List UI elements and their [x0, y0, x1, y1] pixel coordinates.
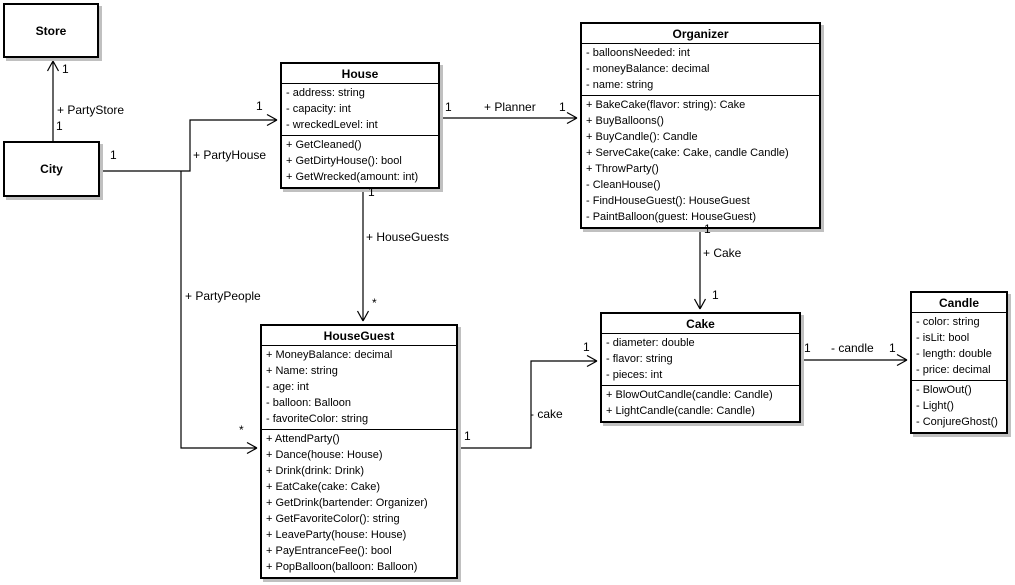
class-method: + PopBalloon(balloon: Balloon) [266, 561, 418, 573]
class-attribute: - balloon: Balloon [266, 397, 352, 409]
class-method: + LightCandle(candle: Candle) [606, 405, 755, 417]
class-cake[interactable]: Cake - diameter: double - flavor: string - … [600, 312, 801, 423]
class-attribute: - length: double [916, 348, 992, 360]
assoc-organizer-cake[interactable] [693, 222, 707, 310]
class-attribute: - wreckedLevel: int [286, 119, 378, 131]
class-attribute: - name: string [586, 79, 654, 91]
class-method: + Drink(drink: Drink) [266, 465, 365, 477]
assoc-house-houseguest[interactable] [356, 183, 370, 322]
class-method: + BuyBalloons() [586, 115, 664, 127]
mult-organizer-cake-target: 1 [712, 288, 719, 302]
class-attribute: + Name: string [266, 365, 338, 377]
assoc-city-houseguest[interactable] [180, 171, 258, 455]
class-attribute: - price: decimal [916, 364, 991, 376]
class-method: - ConjureGhost() [916, 416, 998, 428]
mult-house-organizer-source: 1 [445, 100, 452, 114]
role-planner: + Planner [484, 100, 536, 114]
class-attribute: + MoneyBalance: decimal [266, 349, 393, 361]
class-houseguest[interactable]: HouseGuest + MoneyBalance: decimal + Name:… [260, 324, 458, 579]
mult-city-house-source: 1 [110, 148, 117, 162]
class-method: + PayEntranceFee(): bool [266, 545, 392, 557]
class-title-cake: Cake [602, 314, 799, 334]
class-attribute: - diameter: double [606, 337, 695, 349]
role-candle: - candle [831, 341, 874, 355]
class-method: + BlowOutCandle(candle: Candle) [606, 389, 773, 401]
class-title-houseguest: HouseGuest [262, 326, 456, 346]
mult-cake-candle-source: 1 [804, 341, 811, 355]
class-method: - FindHouseGuest(): HouseGuest [586, 195, 750, 207]
role-partyhouse: + PartyHouse [193, 148, 267, 162]
class-title-organizer: Organizer [582, 24, 819, 44]
class-method: + AttendParty() [266, 433, 340, 445]
class-candle[interactable]: Candle - color: string - isLit: bool - leng… [910, 291, 1008, 434]
mult-cake-candle-target: 1 [889, 341, 896, 355]
class-method: + BakeCake(flavor: string): Cake [586, 99, 746, 111]
role-cake: - cake [530, 407, 563, 421]
role-partypeople: + PartyPeople [185, 289, 261, 303]
class-method: + BuyCandle(): Candle [586, 131, 698, 143]
class-attribute: - age: int [266, 381, 309, 393]
class-attribute: - isLit: bool [916, 332, 970, 344]
class-method: - BlowOut() [916, 384, 972, 396]
mult-house-houseguest-source: 1 [368, 185, 375, 199]
class-method: + EatCake(cake: Cake) [266, 481, 381, 493]
class-method: + ServeCake(cake: Cake, candle Candle) [586, 147, 789, 159]
class-title-store: Store [35, 23, 67, 38]
class-method: + GetDirtyHouse(): bool [286, 155, 402, 167]
class-title-candle: Candle [912, 293, 1006, 313]
assoc-houseguest-cake[interactable] [459, 354, 598, 449]
class-method: + GetFavoriteColor(): string [266, 513, 400, 525]
mult-city-house-target: 1 [256, 99, 263, 113]
mult-house-houseguest-target: * [372, 296, 377, 310]
class-attribute: - address: string [286, 87, 365, 99]
class-attribute: - pieces: int [606, 369, 663, 381]
mult-houseguest-cake-source: 1 [464, 429, 471, 443]
class-title-city: City [40, 162, 63, 176]
assoc-cake-candle[interactable] [802, 353, 908, 367]
class-method: - CleanHouse() [586, 179, 661, 191]
class-method: + ThrowParty() [586, 163, 659, 175]
class-method: + GetDrink(bartender: Organizer) [266, 497, 428, 509]
mult-organizer-cake-source: 1 [704, 222, 711, 236]
role-houseguests: + HouseGuests [366, 230, 450, 244]
role-partystore: + PartyStore [57, 103, 125, 117]
class-method: + GetCleaned() [286, 139, 362, 151]
mult-house-organizer-target: 1 [559, 100, 566, 114]
class-method: - Light() [916, 400, 954, 412]
mult-city-store-source: 1 [56, 119, 63, 133]
class-attribute: - capacity: int [286, 103, 351, 115]
role-cake-association: + Cake [703, 246, 742, 260]
class-attribute: - balloonsNeeded: int [586, 47, 690, 59]
class-attribute: - moneyBalance: decimal [586, 63, 710, 75]
mult-houseguest-cake-target: 1 [583, 340, 590, 354]
mult-city-store-target: 1 [62, 62, 69, 76]
class-store[interactable]: Store [3, 3, 99, 58]
class-organizer[interactable]: Organizer - balloonsNeeded: int - moneyBal… [580, 22, 821, 229]
class-attribute: - flavor: string [606, 353, 673, 365]
class-method: + LeaveParty(house: House) [266, 529, 407, 541]
class-method: + GetWrecked(amount: int) [286, 171, 419, 183]
assoc-house-organizer[interactable] [441, 111, 578, 125]
class-attribute: - color: string [916, 316, 980, 328]
class-method: - PaintBalloon(guest: HouseGuest) [586, 211, 756, 223]
class-house[interactable]: House - address: string - capacity: int - w… [280, 62, 440, 189]
class-method: + Dance(house: House) [266, 449, 383, 461]
class-city[interactable]: City [3, 141, 100, 197]
class-attribute: - favoriteColor: string [266, 413, 369, 425]
assoc-city-store[interactable] [46, 60, 60, 141]
assoc-city-house[interactable] [99, 113, 278, 172]
mult-city-houseguest-target: * [239, 423, 244, 437]
class-title-house: House [282, 64, 438, 84]
